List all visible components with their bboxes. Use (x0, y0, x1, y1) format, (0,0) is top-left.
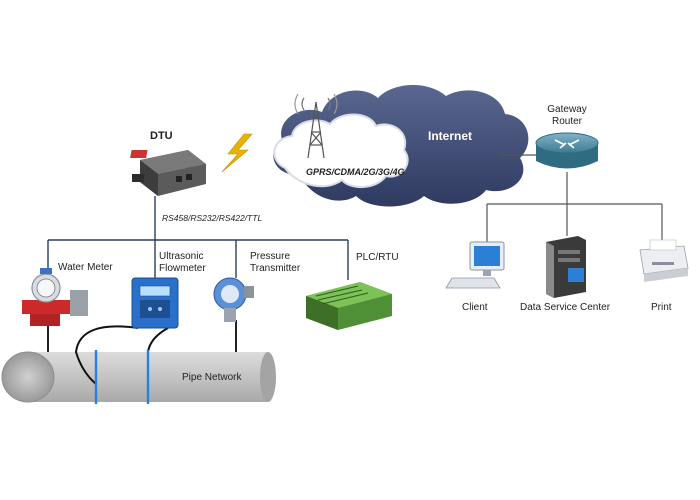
data-service-center-label: Data Service Center (520, 302, 611, 313)
gateway-router-label: Gateway Router (547, 104, 587, 127)
dtu-device-icon (130, 150, 206, 196)
plc-rtu-icon (306, 282, 392, 330)
water-meter-label: Water Meter (58, 262, 113, 273)
gateway-router-icon (535, 132, 599, 169)
pressure-transmitter-label: Pressure Transmitter (250, 251, 301, 274)
network-types-label: GPRS/CDMA/2G/3G/4G (306, 167, 405, 177)
pressure-transmitter-icon (213, 277, 254, 322)
ultrasonic-flowmeter-label: Ultrasonic Flowmeter (159, 251, 206, 274)
dtu-label: DTU (150, 130, 173, 142)
print-label: Print (651, 302, 672, 313)
ultrasonic-flowmeter-icon (131, 277, 179, 329)
device-bus-wiring (47, 196, 349, 280)
client-label: Client (462, 302, 488, 313)
protocols-label: RS458/RS232/RS422/TTL (162, 213, 263, 223)
water-meter-icon (22, 268, 88, 326)
client-computer-icon (445, 241, 505, 289)
plc-rtu-label: PLC/RTU (356, 252, 399, 263)
wireless-signal-icon (221, 133, 253, 173)
router-distribution-lines (486, 172, 663, 242)
sensor-leads (47, 320, 237, 404)
pipe-network-label: Pipe Network (182, 372, 242, 383)
printer-icon (639, 239, 689, 282)
internet-label: Internet (428, 129, 473, 143)
data-service-server-icon (546, 236, 586, 298)
internet-cloud (273, 84, 529, 207)
cell-tower-icon (294, 93, 338, 159)
